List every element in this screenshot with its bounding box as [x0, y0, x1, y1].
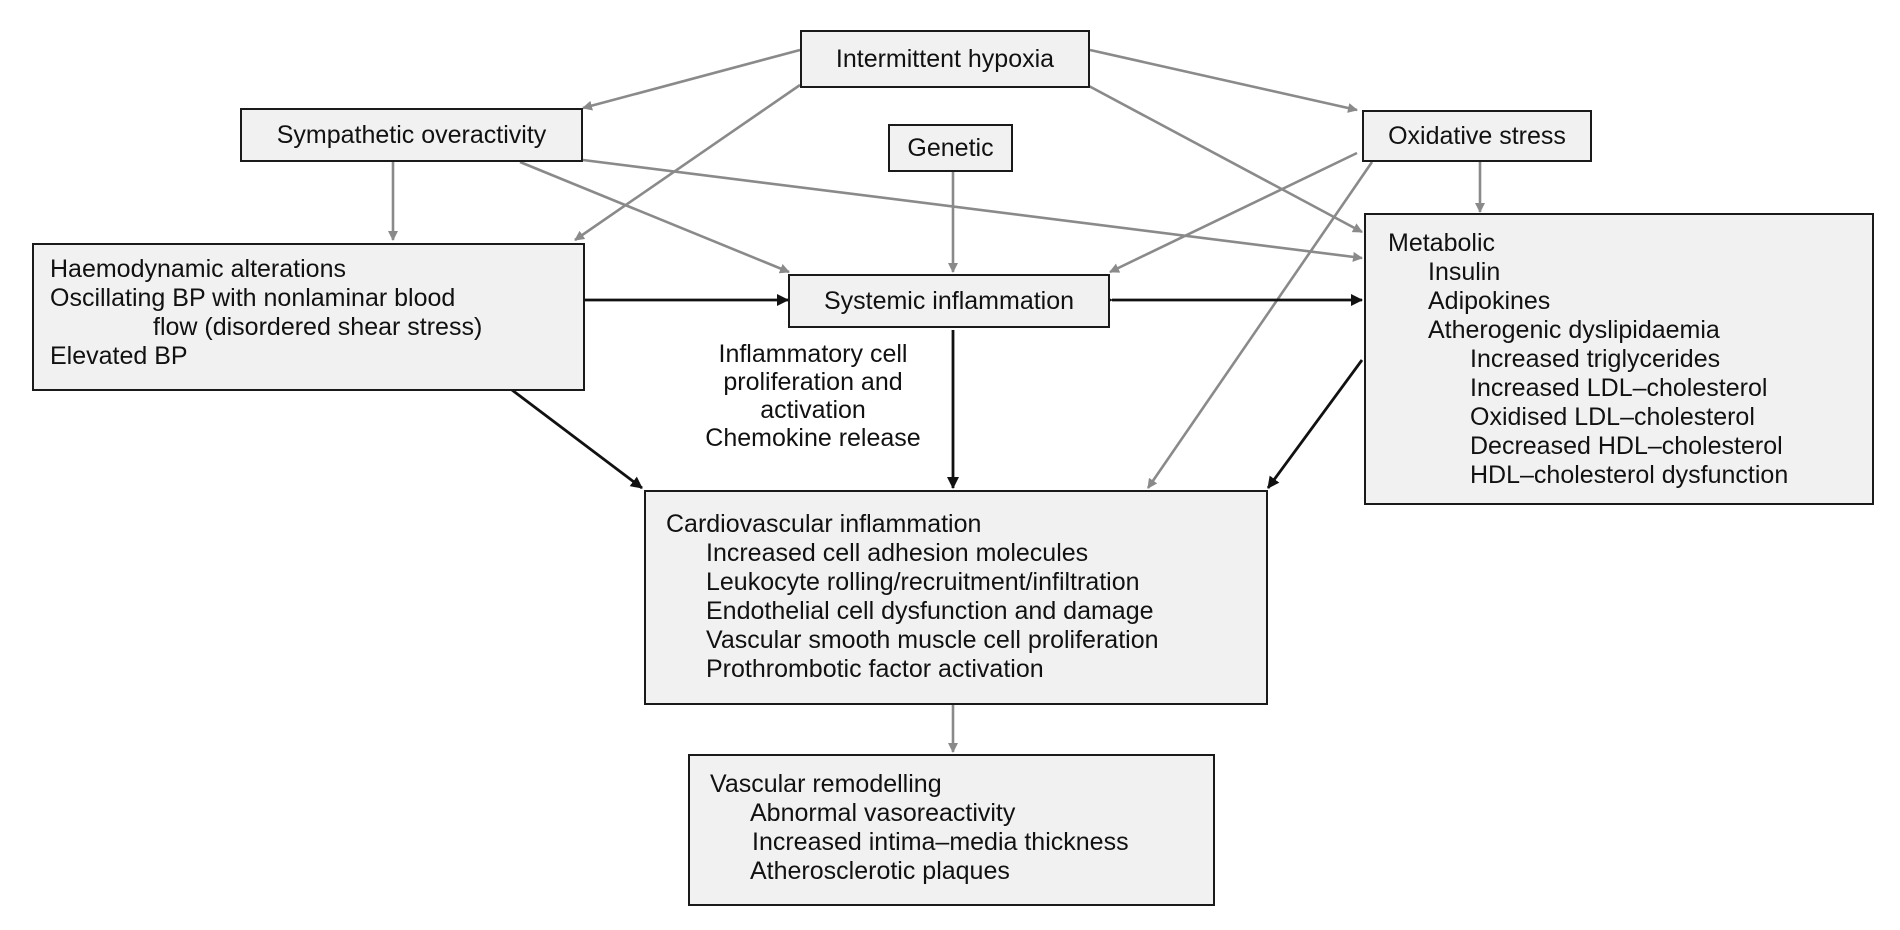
edge-label-line: proliferation and: [723, 368, 903, 396]
metabolic-item: Insulin: [1428, 258, 1501, 286]
cardiovascular-item: Leukocyte rolling/recruitment/infiltrati…: [706, 568, 1140, 596]
node-haemodynamic-title: Haemodynamic alterations: [50, 255, 346, 283]
arrow-hypoxia-to-sympathetic: [582, 48, 801, 111]
node-genetic-label: Genetic: [907, 133, 994, 162]
edge-label-line: activation: [760, 396, 866, 424]
node-oxidative-stress: Oxidative stress: [1362, 110, 1592, 162]
arrow-oxidative-to-cardiovascular: [1146, 161, 1374, 489]
arrow-hypoxia-to-metabolic: [1086, 83, 1363, 234]
metabolic-subitem: HDL–cholesterol dysfunction: [1470, 461, 1789, 489]
node-cardiovascular-title: Cardiovascular inflammation: [666, 510, 982, 538]
arrow-haemodynamic-to-cardiovascular: [511, 388, 643, 490]
node-systemic-inflammation-label: Systemic inflammation: [823, 286, 1075, 315]
node-oxidative-stress-label: Oxidative stress: [1388, 121, 1566, 150]
cardiovascular-item: Vascular smooth muscle cell proliferatio…: [706, 626, 1159, 654]
arrow-hypoxia-to-haemodynamic: [574, 83, 801, 242]
edge-label-line: Inflammatory cell: [718, 340, 908, 368]
node-vascular-remodelling: Vascular remodelling Abnormal vasoreacti…: [688, 754, 1215, 906]
arrow-sympathetic-to-metabolic: [582, 158, 1363, 262]
metabolic-subitem: Decreased HDL–cholesterol: [1470, 432, 1783, 460]
edge-label-line: Chemokine release: [705, 424, 921, 452]
metabolic-subitem: Increased triglycerides: [1470, 345, 1721, 373]
haemodynamic-item: Oscillating BP with nonlaminar blood: [50, 284, 456, 312]
remodelling-item: Increased intima–media thickness: [752, 828, 1129, 856]
node-metabolic-title: Metabolic: [1388, 229, 1495, 257]
haemodynamic-item: flow (disordered shear stress): [153, 313, 483, 341]
node-metabolic: Metabolic Insulin Adipokines Atherogenic…: [1364, 213, 1874, 505]
cardiovascular-item: Increased cell adhesion molecules: [706, 539, 1089, 567]
arrow-metabolic-to-cardiovascular: [1266, 359, 1364, 489]
arrow-oxidative-to-systemic: [1109, 151, 1358, 274]
metabolic-subitem: Oxidised LDL–cholesterol: [1470, 403, 1755, 431]
node-intermittent-hypoxia-label: Intermittent hypoxia: [835, 44, 1055, 73]
metabolic-item: Atherogenic dyslipidaemia: [1428, 316, 1720, 344]
node-cardiovascular-inflammation: Cardiovascular inflammation Increased ce…: [644, 490, 1268, 705]
node-intermittent-hypoxia: Intermittent hypoxia: [800, 30, 1090, 88]
cardiovascular-item: Endothelial cell dysfunction and damage: [706, 597, 1154, 625]
edge-label-systemic-to-cardiovascular: Inflammatory cell proliferation and acti…: [688, 340, 938, 452]
node-genetic: Genetic: [888, 124, 1013, 172]
node-sympathetic-overactivity-label: Sympathetic overactivity: [276, 120, 547, 149]
arrow-hypoxia-to-oxidative: [1089, 48, 1358, 113]
metabolic-subitem: Increased LDL–cholesterol: [1470, 374, 1768, 402]
node-systemic-inflammation: Systemic inflammation: [788, 274, 1110, 328]
cardiovascular-item: Prothrombotic factor activation: [706, 655, 1044, 683]
node-haemodynamic-alterations: Haemodynamic alterations Oscillating BP …: [32, 243, 585, 391]
metabolic-item: Adipokines: [1428, 287, 1551, 315]
remodelling-item: Abnormal vasoreactivity: [750, 799, 1016, 827]
haemodynamic-item: Elevated BP: [50, 342, 188, 370]
remodelling-item: Atherosclerotic plaques: [750, 857, 1010, 885]
node-sympathetic-overactivity: Sympathetic overactivity: [240, 108, 583, 162]
node-vascular-remodelling-title: Vascular remodelling: [710, 770, 942, 798]
arrow-sympathetic-to-systemic: [519, 160, 790, 274]
